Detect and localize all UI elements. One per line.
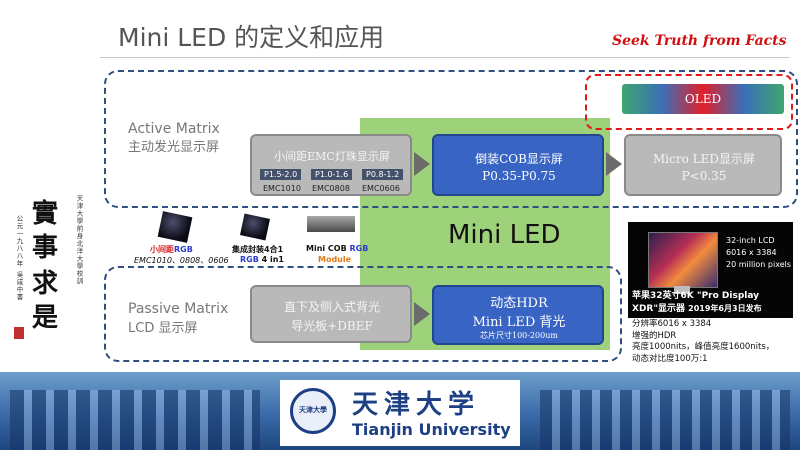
passive-matrix-label-en: Passive Matrix [128, 301, 229, 317]
cob-module-image [307, 216, 355, 232]
product2-rgb: RGB [240, 255, 259, 264]
slogan: Seek Truth from Facts [612, 33, 787, 49]
product2-line1: 集成封装4合1 [232, 245, 284, 254]
spec-item: 亮度1000nits，峰值亮度1600nits， [632, 342, 775, 352]
package-1: EMC1010 [263, 184, 301, 193]
photo-caption-date: 2019年6月3日发布 [688, 304, 762, 313]
seal-stamp [14, 327, 24, 339]
arrow-right-icon [606, 152, 622, 176]
product1-red: 小间距 [150, 245, 174, 254]
emc-display-title: 小间距EMC灯珠显示屏 [274, 150, 390, 163]
micro-led-box: Micro LED显示屏 P<0.35 [624, 134, 782, 196]
active-matrix-group [104, 70, 798, 208]
photo-caption-xdr: XDR"显示器 [632, 304, 686, 314]
passive-matrix-label-cn: LCD 显示屏 [128, 321, 198, 336]
apple-xdr-photo: 32-inch LCD 6016 x 3384 20 million pixel… [628, 222, 793, 318]
pitch-3: P0.8-1.2 [362, 169, 404, 180]
monitor-screen [648, 232, 718, 288]
cob-display-pitch: P0.35-P0.75 [482, 169, 556, 183]
oled-highlight-ring [585, 74, 793, 130]
calligraphy-char-1: 實 [32, 199, 59, 229]
university-seal-icon: 天津大學 [290, 388, 336, 434]
passive-matrix-group [104, 266, 622, 362]
photo-caption-2: XDR"显示器 2019年6月3日发布 [632, 301, 762, 314]
calligraphy-panel: 實 事 求 是 天津大學前身北洋大學校訓 公元一九八八年 吳咸中書 [8, 185, 100, 355]
title-divider [100, 57, 790, 58]
pitch-2: P1.0-1.6 [311, 169, 353, 180]
hdr-line3: 芯片尺寸100-200um [480, 331, 558, 340]
calligraphy-char-3: 求 [32, 269, 59, 299]
page-title: Mini LED 的定义和应用 [118, 23, 385, 52]
integrated-chip-image [239, 213, 271, 241]
campus-silhouette-left [10, 390, 260, 450]
spec-item: 分辨率6016 x 3384 [632, 319, 712, 329]
package-3: EMC0606 [362, 184, 400, 193]
campus-silhouette-right [540, 390, 790, 450]
seal-text: 天津大學 [299, 406, 327, 414]
package-2: EMC0808 [312, 184, 350, 193]
product1-line2: EMC1010、0808、0606 [134, 256, 229, 265]
arrow-right-icon [414, 152, 430, 176]
inscription-right: 天津大學前身北洋大學校訓 [75, 195, 83, 285]
product3-line1: Mini COB RGB [306, 244, 368, 253]
emc-chip-image [157, 211, 193, 243]
arrow-right-icon [414, 302, 430, 326]
calligraphy-char-4: 是 [32, 303, 59, 333]
micro-led-pitch: P<0.35 [681, 169, 727, 183]
mini-led-backlight-box: 动态HDR Mini LED 背光 芯片尺寸100-200um [432, 285, 604, 345]
hdr-line1: 动态HDR [490, 296, 548, 311]
product3-line2: Module [318, 255, 352, 264]
product3-rgb: RGB [349, 244, 369, 253]
product2-line2: RGB 4 in1 [240, 255, 284, 264]
university-name-cn: 天津大学 [352, 390, 481, 420]
product1-rgb: RGB [174, 245, 193, 254]
photo-overlay-2: 6016 x 3384 [726, 248, 777, 257]
spec-item: 动态对比度100万:1 [632, 353, 708, 364]
pitch-1: P1.5-2.0 [260, 169, 302, 180]
backlight-line2: 导光板+DBEF [291, 319, 373, 333]
micro-led-title: Micro LED显示屏 [653, 152, 755, 166]
cob-display-box: 倒装COB显示屏 P0.35-P0.75 [432, 134, 604, 196]
university-name-en: Tianjin University [352, 420, 511, 439]
product3-name: Mini COB [306, 244, 347, 253]
hdr-line2: Mini LED 背光 [472, 315, 566, 330]
product1-line1: 小间距RGB [150, 244, 193, 255]
calligraphy-char-2: 事 [32, 233, 59, 263]
photo-overlay-3: 20 million pixels [726, 260, 792, 269]
spec-item: 增强的HDR [632, 330, 677, 341]
emc-display-box: 小间距EMC灯珠显示屏 [250, 134, 412, 196]
photo-overlay-1: 32-inch LCD [726, 236, 775, 245]
monitor-stand [674, 286, 690, 294]
cob-display-title: 倒装COB显示屏 [475, 152, 563, 166]
mini-led-label: Mini LED [448, 220, 561, 250]
active-matrix-label-cn: 主动发光显示屏 [128, 140, 220, 155]
oled-bar: OLED [622, 84, 784, 114]
spec-list: 分辨率6016 x 3384 增强的HDR 亮度1000nits，峰值亮度160… [632, 319, 774, 365]
active-matrix-label-en: Active Matrix [128, 121, 220, 137]
backlight-box: 直下及侧入式背光 导光板+DBEF [250, 285, 412, 343]
inscription-left: 公元一九八八年 吳咸中書 [15, 215, 23, 301]
product2-tail: 4 in1 [261, 255, 284, 264]
backlight-line1: 直下及侧入式背光 [283, 300, 380, 314]
photo-caption-1: 苹果32英寸6K "Pro Display [632, 291, 760, 301]
